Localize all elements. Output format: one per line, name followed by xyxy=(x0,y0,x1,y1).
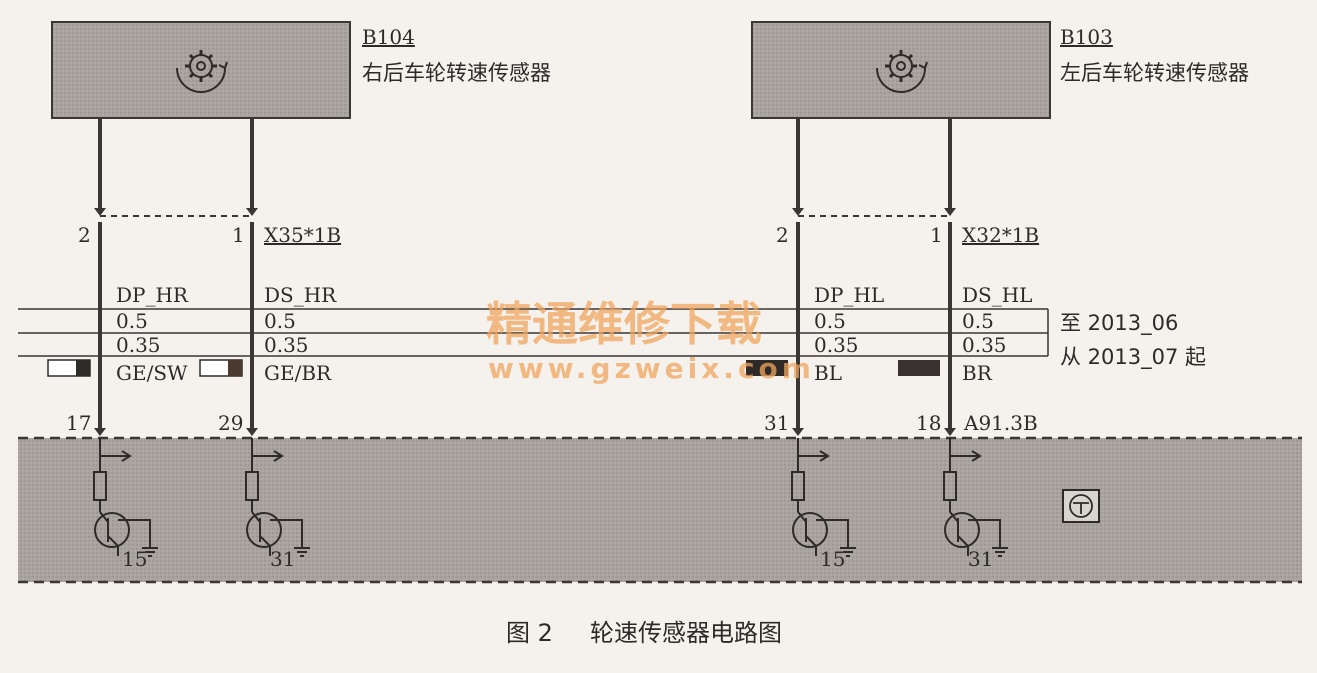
figure-number: 图 2 xyxy=(506,619,553,647)
wire-dp-hr: DP_HR 0.5 0.35 GE/SW xyxy=(47,283,189,385)
wire-color-swatch xyxy=(898,360,940,376)
wire-color: BL xyxy=(814,361,842,385)
pin-label: 2 xyxy=(776,223,789,247)
gear-icon xyxy=(876,50,928,93)
gear-icon xyxy=(176,50,228,93)
sensor-b103: B103 左后车轮转速传感器 xyxy=(751,21,1249,119)
wire-signal: DS_HR xyxy=(264,283,337,307)
wire-size-old: 0.5 xyxy=(116,309,148,333)
pin-label: 1 xyxy=(232,223,245,247)
watermark-url: www.gzweix.com xyxy=(488,352,815,385)
wire-color-swatch-stripe xyxy=(228,360,242,376)
internal-circuit xyxy=(791,438,856,557)
wire-color: GE/SW xyxy=(116,361,188,385)
control-module xyxy=(18,438,1302,582)
legend-until: 至 2013_06 xyxy=(1060,311,1178,336)
ground-label: 15 xyxy=(820,547,845,571)
connector-label: X35*1B xyxy=(264,223,341,247)
wire-signal: DS_HL xyxy=(962,283,1032,307)
wire-size-new: 0.35 xyxy=(962,333,1007,357)
pin-label: 18 xyxy=(916,411,941,435)
sensor-name: 左后车轮转速传感器 xyxy=(1060,61,1249,85)
connector-label: X32*1B xyxy=(962,223,1039,247)
module-symbol-icon xyxy=(1062,489,1100,523)
pin-label: 29 xyxy=(218,411,243,435)
wire-size-old: 0.5 xyxy=(814,309,846,333)
ground-label: 31 xyxy=(270,547,295,571)
wire-size-new: 0.35 xyxy=(116,333,161,357)
wires xyxy=(98,118,952,432)
ground-label: 31 xyxy=(968,547,993,571)
internal-circuit xyxy=(93,438,158,557)
sensor-id: B103 xyxy=(1060,25,1113,49)
pin-label: 17 xyxy=(66,411,91,435)
sensor-id: B104 xyxy=(362,25,415,49)
wire-color: BR xyxy=(962,361,993,385)
pin-label: 2 xyxy=(78,223,91,247)
wire-size-old: 0.5 xyxy=(264,309,296,333)
internal-circuit xyxy=(245,438,310,557)
pin-label: 31 xyxy=(764,411,789,435)
connector-arrows xyxy=(94,208,956,436)
wire-size-new: 0.35 xyxy=(264,333,309,357)
wire-color: GE/BR xyxy=(264,361,332,385)
wire-ds-hl: DS_HL 0.5 0.35 BR xyxy=(898,283,1032,385)
wire-size-old: 0.5 xyxy=(962,309,994,333)
module-connector-label: A91.3B xyxy=(963,411,1038,435)
sensor-name: 右后车轮转速传感器 xyxy=(362,61,551,85)
wire-signal: DP_HL xyxy=(814,283,884,307)
wire-ds-hr: DS_HR 0.5 0.35 GE/BR xyxy=(199,283,337,385)
wire-color-swatch xyxy=(746,360,788,376)
figure-title: 轮速传感器电路图 xyxy=(590,619,782,647)
pin-label: 1 xyxy=(930,223,943,247)
wire-signal: DP_HR xyxy=(116,283,189,307)
wire-dp-hl: DP_HL 0.5 0.35 BL xyxy=(746,283,884,385)
wire-color-swatch-stripe xyxy=(76,360,90,376)
legend-from: 从 2013_07 起 xyxy=(1060,345,1206,370)
ground-label: 15 xyxy=(122,547,147,571)
internal-circuit xyxy=(943,438,1008,557)
wire-size-new: 0.35 xyxy=(814,333,859,357)
watermark-text: 精通维修下载 xyxy=(486,297,762,351)
sensor-b104: B104 右后车轮转速传感器 xyxy=(51,21,551,119)
